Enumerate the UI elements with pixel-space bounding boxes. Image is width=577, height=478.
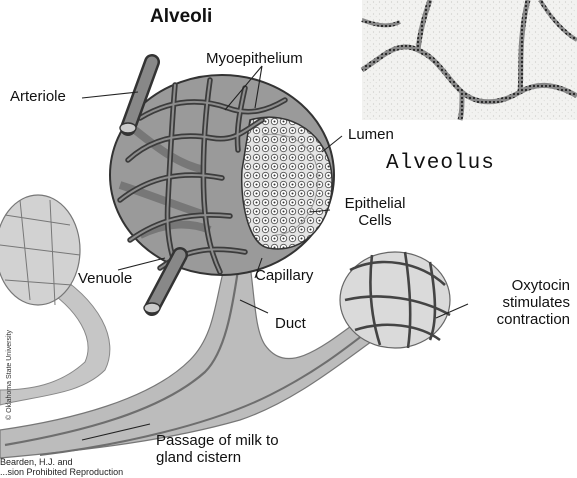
credit-text: Bearden, H.J. and ...sion Prohibited Rep…	[0, 457, 123, 477]
label-lumen: Lumen	[348, 126, 394, 143]
credit-line1: Bearden, H.J. and	[0, 457, 123, 467]
vertical-credit: © Oklahoma State University	[6, 330, 13, 420]
label-oxytocin: Oxytocin stimulates contraction	[462, 277, 570, 328]
label-oxytocin-line3: contraction	[462, 311, 570, 328]
micrograph-inset	[362, 0, 577, 120]
label-capillary: Capillary	[255, 267, 313, 284]
label-arteriole: Arteriole	[10, 88, 66, 105]
label-venuole: Venuole	[78, 270, 132, 287]
small-alveolus-left	[0, 195, 80, 305]
diagram-subtitle: Alveolus	[386, 155, 495, 172]
label-epithelial-line1: Epithelial	[334, 195, 416, 212]
label-epithelial-cells: Epithelial Cells	[334, 195, 416, 229]
label-passage-line2: gland cistern	[156, 449, 279, 466]
small-alveolus-right	[340, 252, 450, 348]
label-oxytocin-line1: Oxytocin	[462, 277, 570, 294]
label-passage-line1: Passage of milk to	[156, 432, 279, 449]
label-duct: Duct	[275, 315, 306, 332]
label-passage-of-milk: Passage of milk to gland cistern	[156, 432, 279, 466]
credit-line2: ...sion Prohibited Reproduction	[0, 467, 123, 477]
label-oxytocin-line2: stimulates	[462, 294, 570, 311]
diagram-title: Alveoli	[150, 8, 212, 25]
label-epithelial-line2: Cells	[334, 212, 416, 229]
label-myoepithelium: Myoepithelium	[206, 50, 303, 67]
